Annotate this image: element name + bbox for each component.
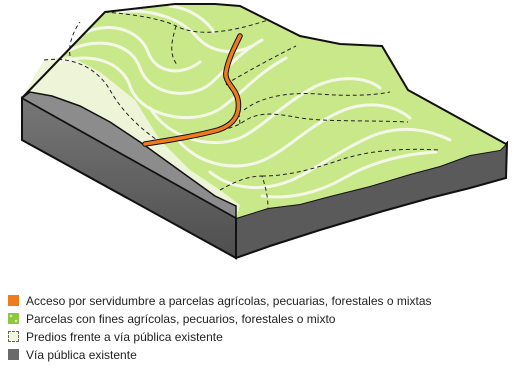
legend-item-access: Acceso por servidumbre a parcelas agríco… <box>8 293 512 308</box>
dashed-square-icon <box>8 331 19 342</box>
public-road <box>20 91 237 220</box>
orange-square-icon <box>8 295 19 306</box>
legend: Acceso por servidumbre a parcelas agríco… <box>8 293 512 365</box>
legend-label-parcels: Parcelas con fines agrícolas, pecuarios,… <box>26 311 336 326</box>
gray-square-icon <box>8 349 19 360</box>
parcel-boundaries <box>43 11 441 209</box>
block-top-outline <box>21 3 507 145</box>
legend-label-access: Acceso por servidumbre a parcelas agríco… <box>26 293 432 308</box>
legend-label-road: Vía pública existente <box>26 347 137 362</box>
legend-item-road: Vía pública existente <box>8 347 512 362</box>
legend-item-frontage: Predios frente a vía pública existente <box>8 329 512 344</box>
green-textured-square-icon <box>8 313 19 324</box>
access-easement-route-fill <box>143 34 242 146</box>
legend-item-parcels: Parcelas con fines agrícolas, pecuarios,… <box>8 311 512 326</box>
terrain-block-diagram <box>20 3 509 260</box>
legend-label-frontage: Predios frente a vía pública existente <box>26 329 223 344</box>
